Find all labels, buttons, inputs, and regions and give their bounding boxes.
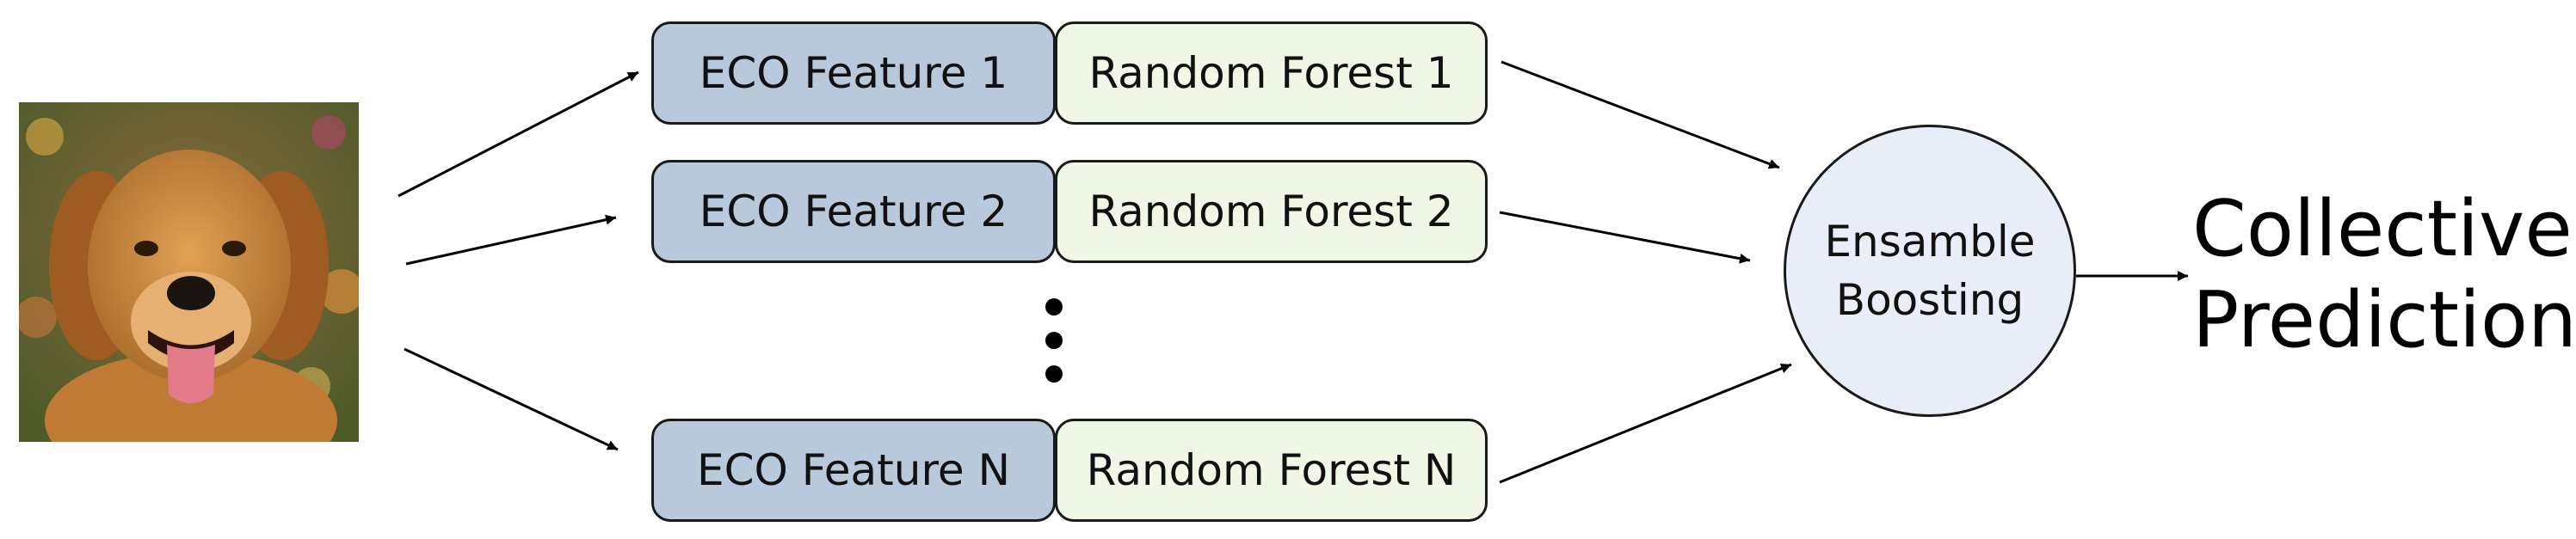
- ensemble-label-line-1: Ensamble: [1824, 217, 2036, 266]
- arrow-image-to-feature-1: [397, 70, 639, 198]
- arrow-forest-1-to-ensemble: [1501, 60, 1780, 169]
- ellipsis-dot-icon: [1045, 365, 1063, 383]
- arrow-image-to-feature-n: [404, 347, 619, 451]
- arrow-forest-2-to-ensemble: [1499, 211, 1751, 264]
- prediction-label-line-1: Collective: [2192, 184, 2573, 274]
- ensemble-boosting-node: Ensamble Boosting: [1784, 125, 2076, 417]
- ellipsis-dot-icon: [1045, 298, 1063, 315]
- ensemble-label-line-2: Boosting: [1835, 275, 2024, 325]
- dog-photo-icon: [19, 102, 359, 442]
- prediction-label-line-2: Prediction: [2192, 275, 2576, 365]
- arrow-image-to-feature-2: [405, 214, 617, 266]
- ellipsis-dot-icon: [1045, 332, 1063, 349]
- eco-feature-1-box: ECO Feature 1: [651, 21, 1056, 125]
- collective-prediction-label: Collective Prediction: [2192, 184, 2576, 366]
- random-forest-n-box: Random Forest N: [1055, 419, 1488, 522]
- eco-feature-n-box: ECO Feature N: [651, 419, 1056, 522]
- arrow-forest-n-to-ensemble: [1499, 363, 1792, 484]
- random-forest-2-box: Random Forest 2: [1055, 160, 1488, 263]
- eco-feature-2-box: ECO Feature 2: [651, 160, 1056, 263]
- random-forest-1-box: Random Forest 1: [1055, 21, 1488, 125]
